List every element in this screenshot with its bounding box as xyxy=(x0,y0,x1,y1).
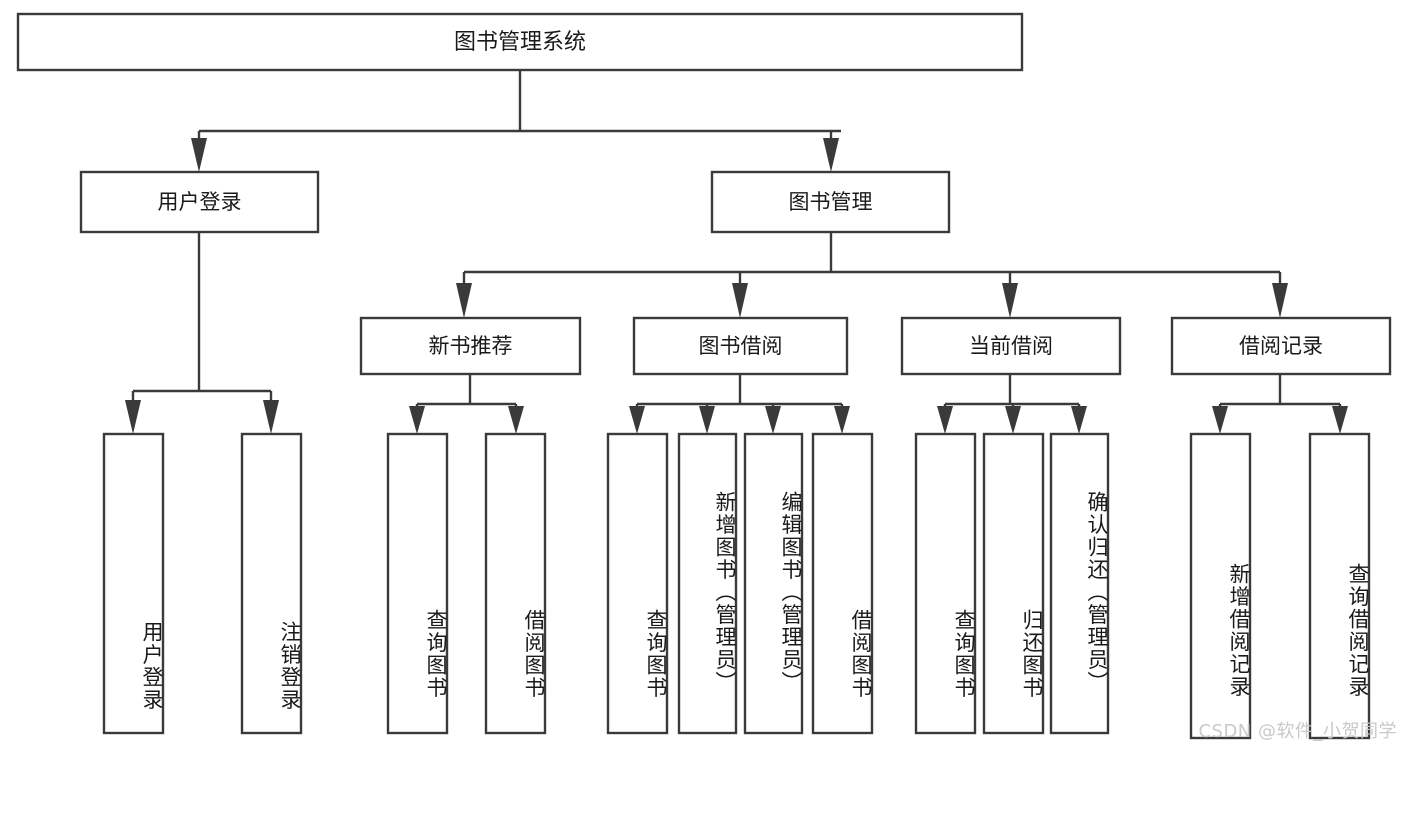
flowchart-svg: 图书管理系统 用户登录 图书管理 新书推荐 图书借阅 当前 xyxy=(16,12,1392,740)
arrow-head-leaf-add-book-admin xyxy=(699,406,715,434)
node-leaf-user-logout-rect[interactable] xyxy=(240,432,303,735)
node-leaf-query-book-3-rect[interactable] xyxy=(914,432,977,735)
node-user-login[interactable]: 用户登录 xyxy=(79,170,320,234)
connector-layer xyxy=(125,70,1348,434)
arrow-head-leaf-user-logout xyxy=(263,400,279,434)
node-leaf-confirm-return-admin-rect[interactable] xyxy=(1049,432,1110,735)
node-borrow-record-rect[interactable] xyxy=(1170,316,1392,376)
node-book-manage[interactable]: 图书管理 xyxy=(710,170,951,234)
arrow-head-leaf-confirm-return-admin xyxy=(1071,406,1087,434)
arrow-head-current-borrow xyxy=(1002,283,1018,318)
arrow-head-leaf-edit-book-admin xyxy=(765,406,781,434)
node-borrow-record[interactable]: 借阅记录 xyxy=(1170,316,1392,376)
node-leaf-user-login-rect[interactable] xyxy=(102,432,165,735)
node-book-borrow[interactable]: 图书借阅 xyxy=(632,316,849,376)
arrow-head-leaf-query-book-1 xyxy=(409,406,425,434)
arrow-head-leaf-borrow-book-2 xyxy=(834,406,850,434)
node-leaf-borrow-book-2-rect[interactable] xyxy=(811,432,874,735)
arrow-head-user-login xyxy=(191,138,207,172)
arrow-head-leaf-add-borrow-record xyxy=(1212,406,1228,434)
node-current-borrow[interactable]: 当前借阅 xyxy=(900,316,1122,376)
csdn-watermark: CSDN @软件_小贺同学 xyxy=(1198,721,1397,742)
node-leaf-add-borrow-record-rect[interactable] xyxy=(1189,432,1252,740)
node-book-borrow-label: 图书借阅 xyxy=(699,334,783,358)
arrow-head-book-manage xyxy=(823,138,839,172)
node-leaf-query-borrow-record-rect[interactable] xyxy=(1308,432,1371,740)
arrow-head-leaf-query-borrow-record xyxy=(1332,406,1348,434)
node-leaf-borrow-book-1-rect[interactable] xyxy=(484,432,547,735)
node-root[interactable]: 图书管理系统 xyxy=(16,12,1024,72)
node-user-login-label: 用户登录 xyxy=(158,190,242,214)
node-borrow-record-label: 借阅记录 xyxy=(1239,334,1323,358)
node-leaf-query-book-2-rect[interactable] xyxy=(606,432,669,735)
node-new-book-recommend-label: 新书推荐 xyxy=(429,334,513,358)
arrow-head-leaf-query-book-3 xyxy=(937,406,953,434)
node-root-label: 图书管理系统 xyxy=(454,30,586,55)
node-book-borrow-rect[interactable] xyxy=(632,316,849,376)
node-leaf-return-book-rect[interactable] xyxy=(982,432,1045,735)
node-user-login-rect[interactable] xyxy=(79,170,320,234)
node-new-book-recommend-rect[interactable] xyxy=(359,316,582,376)
diagram-canvas: 图书管理系统 用户登录 图书管理 新书推荐 图书借阅 当前 xyxy=(16,12,1397,742)
node-root-rect[interactable] xyxy=(16,12,1024,72)
node-book-manage-rect[interactable] xyxy=(710,170,951,234)
node-leaf-add-book-admin-rect[interactable] xyxy=(677,432,738,735)
node-layer: 图书管理系统 用户登录 图书管理 新书推荐 图书借阅 当前 xyxy=(16,12,1392,740)
arrow-head-leaf-user-login xyxy=(125,400,141,434)
arrow-head-leaf-borrow-book-1 xyxy=(508,406,524,434)
node-book-manage-label: 图书管理 xyxy=(789,190,873,214)
arrow-head-leaf-return-book xyxy=(1005,406,1021,434)
node-leaf-query-book-1-rect[interactable] xyxy=(386,432,449,735)
arrow-head-book-borrow xyxy=(732,283,748,318)
arrow-head-borrow-record xyxy=(1272,283,1288,318)
arrow-head-new-book-recommend xyxy=(456,283,472,318)
node-current-borrow-label: 当前借阅 xyxy=(969,334,1053,358)
arrow-head-leaf-query-book-2 xyxy=(629,406,645,434)
node-leaf-edit-book-admin-rect[interactable] xyxy=(743,432,804,735)
node-new-book-recommend[interactable]: 新书推荐 xyxy=(359,316,582,376)
node-current-borrow-rect[interactable] xyxy=(900,316,1122,376)
